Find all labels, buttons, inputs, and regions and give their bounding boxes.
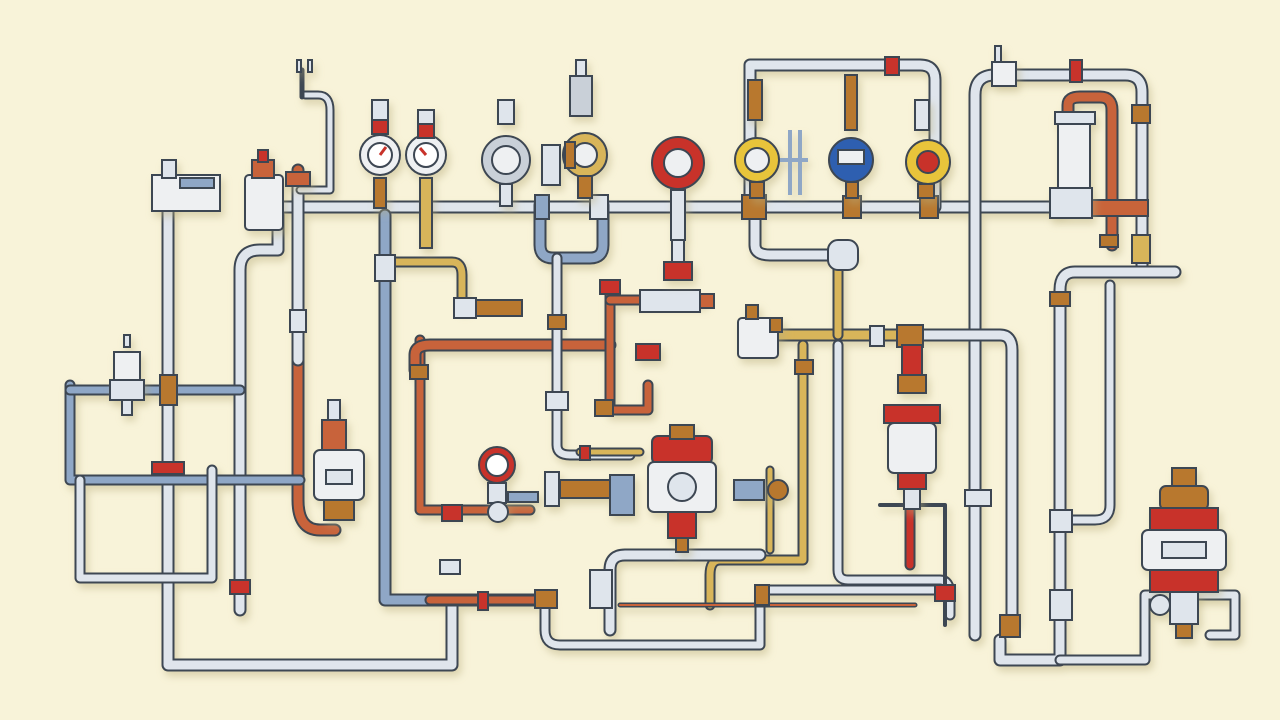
coupling xyxy=(999,614,1021,638)
junction-box xyxy=(151,159,221,212)
coupling xyxy=(842,195,862,219)
pressure-regulator-icon xyxy=(313,399,365,521)
coupling xyxy=(1131,104,1151,124)
coupling xyxy=(639,289,701,313)
pressure-regulator-icon xyxy=(109,334,145,416)
coupling xyxy=(1049,589,1073,621)
pressure-gauge-icon xyxy=(481,99,531,207)
coupling xyxy=(289,309,307,333)
instruments xyxy=(109,45,1227,639)
coupling xyxy=(794,359,814,375)
valve-handle-icon xyxy=(544,471,635,516)
pressure-regulator-icon xyxy=(883,344,941,510)
coupling xyxy=(159,374,178,406)
coupling xyxy=(594,399,614,417)
coupling xyxy=(441,504,463,522)
coupling xyxy=(869,325,885,347)
coupling xyxy=(699,293,715,309)
valve-tag xyxy=(635,343,661,361)
coupling xyxy=(409,364,429,380)
pressure-gauge-icon xyxy=(359,99,401,209)
filter-housing xyxy=(1049,111,1096,219)
coupling xyxy=(374,254,396,282)
pressure-gauge-icon xyxy=(734,79,808,199)
top-loop-pipe xyxy=(743,58,942,214)
coupling xyxy=(534,589,558,609)
coupling xyxy=(754,584,770,606)
coupling xyxy=(589,569,613,609)
coupling xyxy=(477,591,489,611)
coupling xyxy=(439,559,461,575)
coupling xyxy=(1131,234,1151,264)
coupling xyxy=(1099,234,1119,248)
coupling xyxy=(599,279,621,295)
coupling xyxy=(934,584,956,602)
valve-handle-icon xyxy=(737,304,783,359)
coupling xyxy=(884,56,900,76)
coupling xyxy=(896,324,924,348)
pressure-gauge-icon xyxy=(405,109,447,249)
coupling xyxy=(1049,291,1071,307)
pump-icon xyxy=(1141,467,1227,639)
coupling xyxy=(151,461,185,475)
valve-handle-icon xyxy=(541,59,608,199)
coupling xyxy=(827,239,859,271)
coupling xyxy=(1069,59,1083,83)
coupling xyxy=(589,194,609,220)
valve-handle-icon xyxy=(651,136,705,281)
coupling xyxy=(1087,199,1149,217)
coupling xyxy=(919,195,939,219)
coupling xyxy=(453,297,477,319)
coupling xyxy=(545,391,569,411)
pressure-gauge-icon xyxy=(905,99,951,199)
coupling xyxy=(547,314,567,330)
coupling xyxy=(579,445,591,461)
pipe-fittings xyxy=(151,56,1151,638)
coupling xyxy=(1049,509,1073,533)
pressure-gauge-icon xyxy=(478,446,539,523)
meter-icon xyxy=(828,74,874,199)
coupling xyxy=(475,299,523,317)
coupling xyxy=(964,489,992,507)
coupling xyxy=(229,579,251,595)
meter-icon xyxy=(991,45,1017,87)
valve-handle-icon xyxy=(244,149,311,231)
coupling xyxy=(534,194,550,220)
pressure-regulator-icon xyxy=(647,424,789,553)
